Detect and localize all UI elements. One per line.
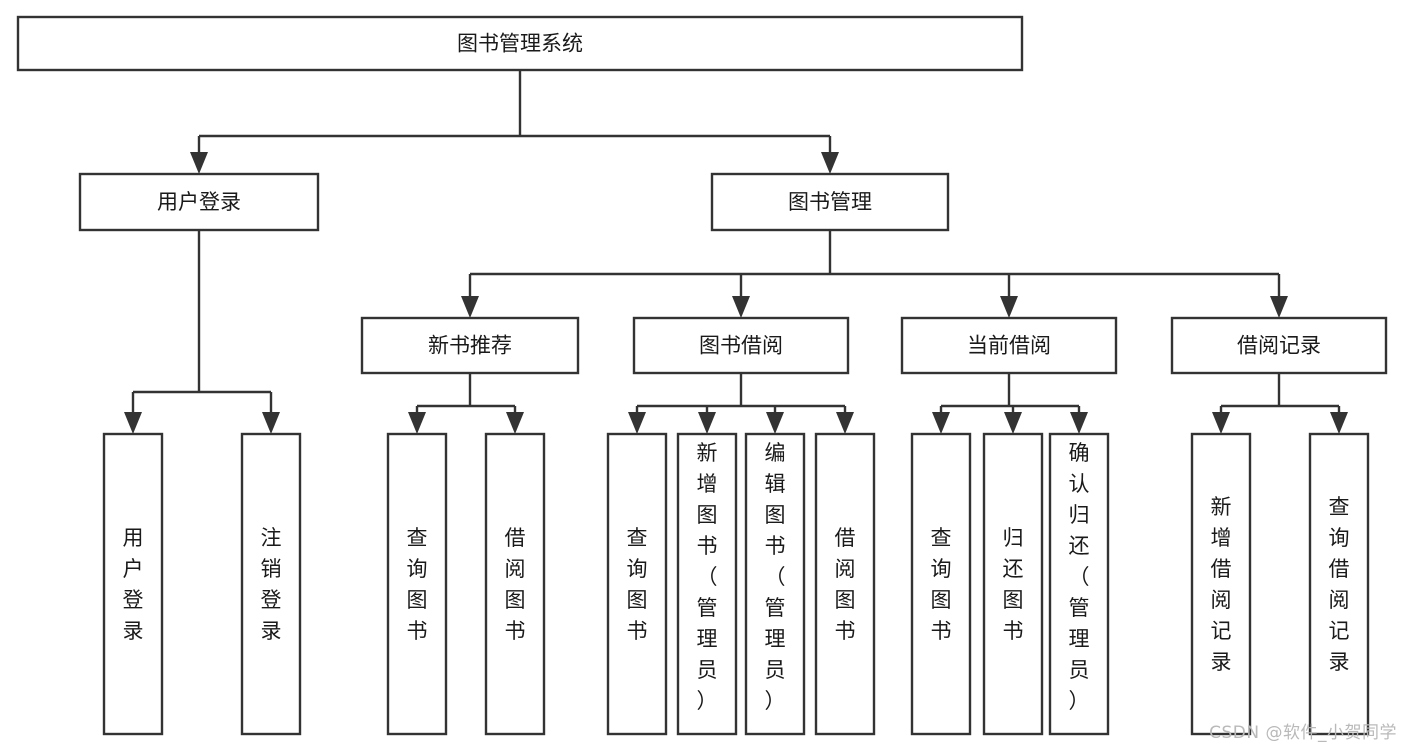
node-book-manage[interactable]: 图书管理	[710, 172, 950, 232]
node-leaf-return-book[interactable]: 归还图书	[982, 432, 1044, 736]
node-leaf-query-book-1[interactable]: 查询图书	[386, 432, 448, 736]
arrowhead-icon	[461, 296, 479, 318]
node-current-borrow[interactable]: 当前借阅	[900, 316, 1118, 375]
node-label: 新书推荐	[428, 334, 512, 358]
node-leaf-query-book-3[interactable]: 查询图书	[910, 432, 972, 736]
connector-group-borrow_record_to_leaves	[1212, 373, 1348, 434]
node-label-vertical: 注销登录	[261, 526, 282, 643]
node-box[interactable]	[982, 432, 1044, 736]
node-user-login[interactable]: 用户登录	[78, 172, 320, 232]
node-box[interactable]	[1048, 432, 1110, 736]
connector-group-new_book_to_leaves	[408, 373, 524, 434]
arrowhead-icon	[732, 296, 750, 318]
node-label-vertical: 新增图书（管理员）	[697, 441, 718, 713]
node-box[interactable]	[1170, 316, 1388, 375]
node-box[interactable]	[676, 432, 738, 736]
connector-group-book_manage_to_level2	[461, 230, 1288, 318]
arrowhead-icon	[408, 412, 426, 434]
node-box[interactable]	[360, 316, 580, 375]
node-leaf-query-record[interactable]: 查询借阅记录	[1308, 432, 1370, 736]
node-box[interactable]	[16, 15, 1024, 72]
node-box[interactable]	[240, 432, 302, 736]
arrowhead-icon	[1270, 296, 1288, 318]
node-label: 图书管理系统	[457, 32, 583, 56]
arrowhead-icon	[1070, 412, 1088, 434]
node-label-vertical: 新增借阅记录	[1211, 495, 1232, 674]
node-leaf-query-book-2[interactable]: 查询图书	[606, 432, 668, 736]
arrowhead-icon	[1330, 412, 1348, 434]
arrowhead-icon	[628, 412, 646, 434]
node-box[interactable]	[900, 316, 1118, 375]
node-label-vertical: 查询图书	[931, 526, 952, 643]
node-leaf-user-logout[interactable]: 注销登录	[240, 432, 302, 736]
node-label: 借阅记录	[1237, 334, 1321, 358]
arrowhead-icon	[124, 412, 142, 434]
node-label-vertical: 归还图书	[1003, 526, 1024, 643]
node-label-vertical: 确认归还（管理员）	[1069, 441, 1090, 713]
arrowhead-icon	[1000, 296, 1018, 318]
node-box[interactable]	[910, 432, 972, 736]
node-box[interactable]	[78, 172, 320, 232]
node-leaf-user-login[interactable]: 用户登录	[102, 432, 164, 736]
node-box[interactable]	[386, 432, 448, 736]
node-box[interactable]	[1190, 432, 1252, 736]
node-label: 用户登录	[157, 190, 241, 214]
node-label-vertical: 借阅图书	[835, 526, 856, 643]
node-root[interactable]: 图书管理系统	[16, 15, 1024, 72]
node-box[interactable]	[102, 432, 164, 736]
connector-group-book_borrow_to_leaves	[628, 373, 854, 434]
arrowhead-icon	[1004, 412, 1022, 434]
node-leaf-confirm-return[interactable]: 确认归还（管理员）	[1048, 432, 1110, 736]
arrowhead-icon	[1212, 412, 1230, 434]
connector-group-root_to_level1	[190, 70, 839, 174]
node-label: 当前借阅	[967, 334, 1051, 358]
arrowhead-icon	[698, 412, 716, 434]
node-book-borrow[interactable]: 图书借阅	[632, 316, 850, 375]
node-box[interactable]	[710, 172, 950, 232]
node-box[interactable]	[606, 432, 668, 736]
node-box[interactable]	[744, 432, 806, 736]
connector-group-current_borrow_to_leaves	[932, 373, 1088, 434]
node-label-vertical: 用户登录	[123, 526, 144, 643]
node-box[interactable]	[632, 316, 850, 375]
connector-group-user_login_to_leaves	[124, 230, 280, 434]
node-label-vertical: 查询借阅记录	[1329, 495, 1350, 674]
node-label-vertical: 查询图书	[627, 526, 648, 643]
arrowhead-icon	[766, 412, 784, 434]
arrowhead-icon	[190, 152, 208, 174]
node-label-vertical: 编辑图书（管理员）	[765, 441, 786, 713]
node-leaf-add-book[interactable]: 新增图书（管理员）	[676, 432, 738, 736]
node-box[interactable]	[814, 432, 876, 736]
node-label: 图书管理	[788, 190, 872, 214]
node-leaf-borrow-book-1[interactable]: 借阅图书	[484, 432, 546, 736]
node-label-vertical: 借阅图书	[505, 526, 526, 643]
node-box[interactable]	[484, 432, 546, 736]
arrowhead-icon	[262, 412, 280, 434]
node-label: 图书借阅	[699, 334, 783, 358]
node-leaf-edit-book[interactable]: 编辑图书（管理员）	[744, 432, 806, 736]
node-box[interactable]	[1308, 432, 1370, 736]
node-borrow-record[interactable]: 借阅记录	[1170, 316, 1388, 375]
node-leaf-add-record[interactable]: 新增借阅记录	[1190, 432, 1252, 736]
node-label-vertical: 查询图书	[407, 526, 428, 643]
arrowhead-icon	[821, 152, 839, 174]
node-leaf-borrow-book-2[interactable]: 借阅图书	[814, 432, 876, 736]
arrowhead-icon	[932, 412, 950, 434]
arrowhead-icon	[836, 412, 854, 434]
node-new-book-recommend[interactable]: 新书推荐	[360, 316, 580, 375]
csdn-watermark: CSDN @软件_小贺同学	[1209, 723, 1397, 743]
arrowhead-icon	[506, 412, 524, 434]
